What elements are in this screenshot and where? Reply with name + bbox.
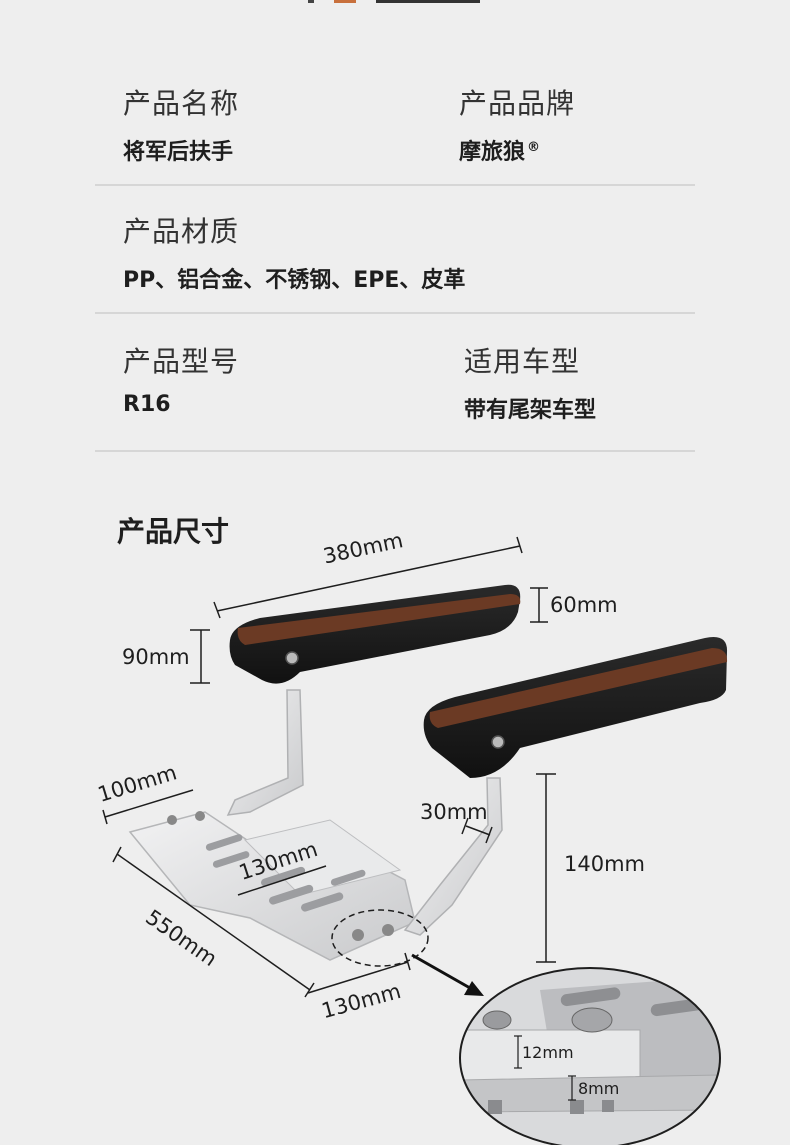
top-decoration (308, 0, 480, 3)
product-brand-value: 摩旅狼® (459, 134, 540, 166)
dim-bolt-height: 8mm (578, 1079, 620, 1098)
registered-mark: ® (527, 139, 541, 155)
dim-plate-thickness: 12mm (522, 1043, 574, 1062)
product-material-label: 产品材质 (123, 215, 240, 248)
detail-arrow (411, 953, 484, 996)
product-model-label: 产品型号 (123, 345, 240, 378)
divider (95, 184, 695, 186)
dim-pad-height: 90mm (122, 645, 190, 669)
product-material-value: PP、铝合金、不锈钢、EPE、皮革 (123, 268, 466, 293)
dimension-lines (102, 536, 556, 998)
detail-zoom-view (459, 967, 721, 1145)
divider (95, 312, 695, 314)
dim-post-height: 140mm (564, 852, 645, 876)
product-name-value: 将军后扶手 (123, 140, 234, 165)
left-support-post (226, 689, 304, 816)
size-section-title: 产品尺寸 (117, 515, 230, 548)
fit-vehicle-value: 带有尾架车型 (464, 398, 597, 423)
right-armrest-pad (423, 636, 728, 778)
brand-name: 摩旅狼 (459, 140, 526, 165)
dim-pad-thickness: 60mm (550, 593, 618, 617)
product-name-label: 产品名称 (123, 87, 240, 120)
divider (95, 450, 695, 452)
left-armrest-pad (229, 584, 521, 684)
dim-post-width: 30mm (420, 800, 488, 824)
product-model-value: R16 (123, 392, 171, 417)
product-brand-label: 产品品牌 (459, 87, 576, 120)
detail-callout-circle (331, 909, 429, 967)
plate-slots (205, 834, 366, 912)
base-plate (128, 811, 416, 961)
right-support-post (403, 777, 503, 936)
fit-vehicle-label: 适用车型 (464, 345, 581, 378)
